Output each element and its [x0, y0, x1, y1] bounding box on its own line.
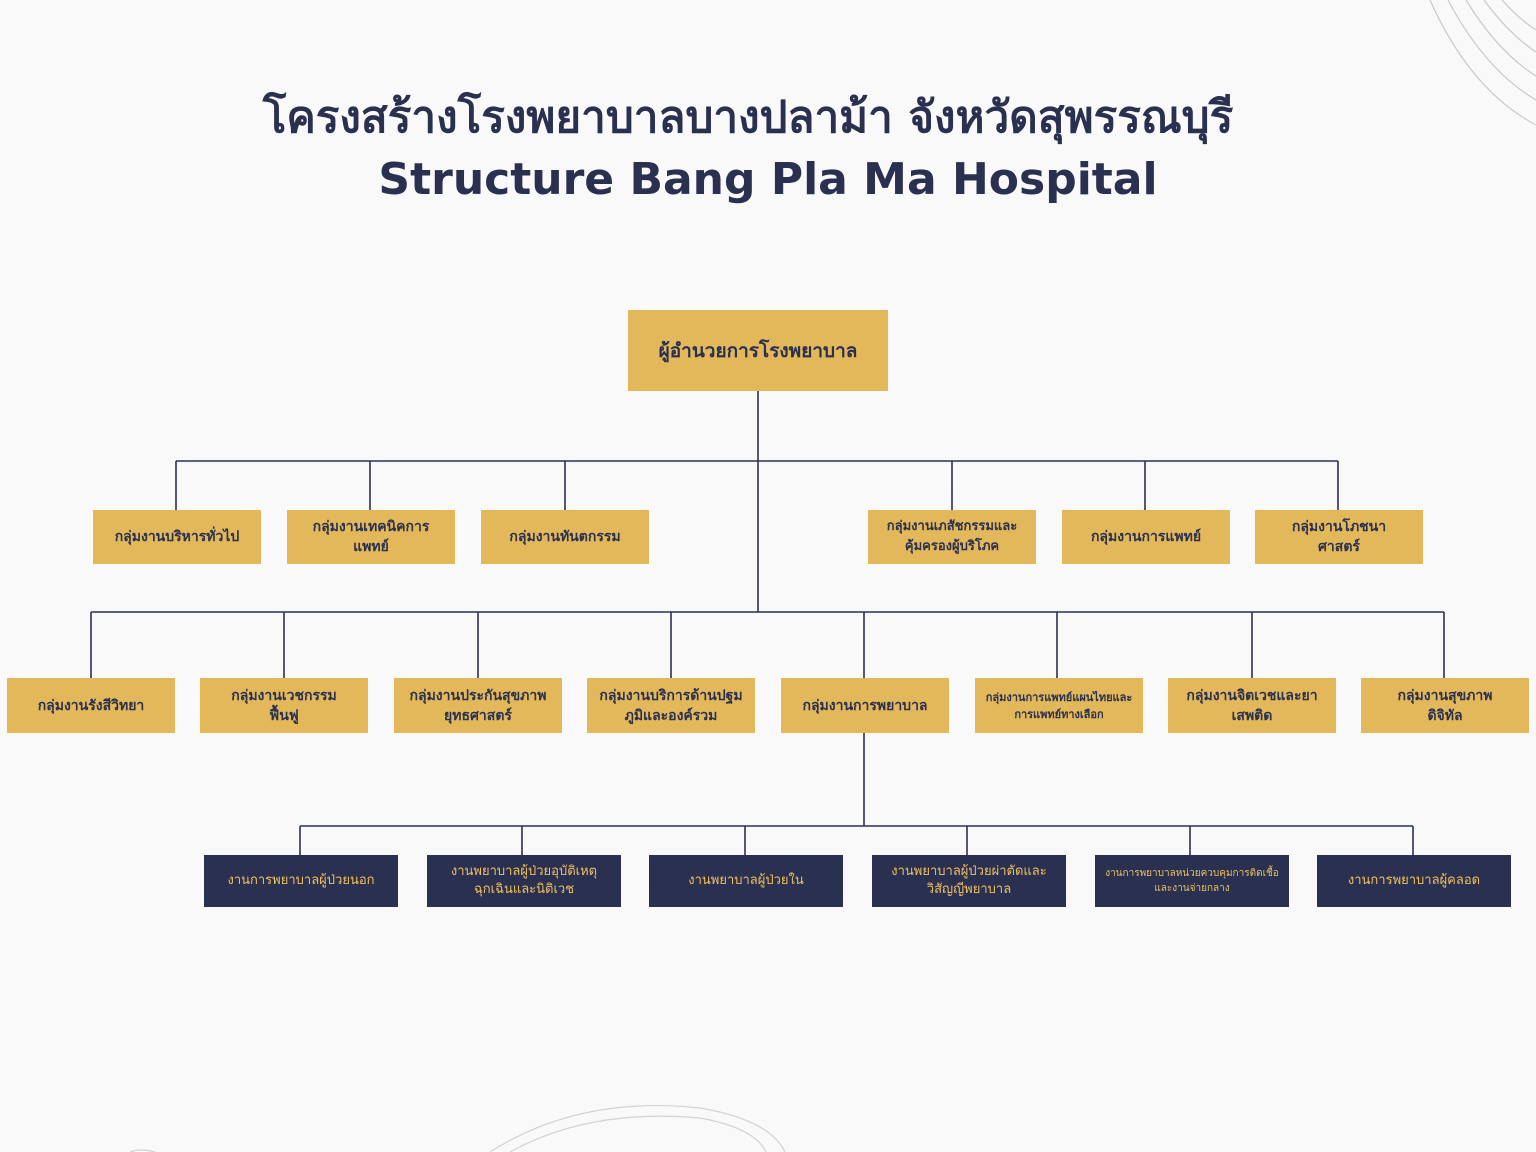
level2-box-thai-medicine: กลุ่มงานการแพทย์แผนไทยและการแพทย์ทางเลือ…: [975, 678, 1143, 733]
level2-label: กลุ่มงานประกันสุขภาพยุทธศาสตร์: [409, 687, 547, 724]
nursing-unit-surgery: งานพยาบาลผู้ป่วยผ่าตัดและวิสัญญีพยาบาล: [872, 855, 1066, 907]
level2-box-nursing: กลุ่มงานการพยาบาล: [781, 678, 949, 733]
level1-box-medical: กลุ่มงานการแพทย์: [1062, 510, 1230, 564]
level2-box-health-insurance: กลุ่มงานประกันสุขภาพยุทธศาสตร์: [394, 678, 562, 733]
nursing-unit-label: งานการพยาบาลผู้คลอด: [1347, 873, 1481, 888]
level2-box-radiology: กลุ่มงานรังสีวิทยา: [7, 678, 175, 733]
level2-box-primary-care: กลุ่มงานบริการด้านปฐมภูมิและองค์รวม: [587, 678, 755, 733]
level1-label: กลุ่มงานบริหารทั่วไป: [114, 529, 240, 545]
level1-label: กลุ่มงานเภสัชกรรมและคุ้มครองผู้บริโภค: [886, 519, 1018, 554]
level2-label: กลุ่มงานการแพทย์แผนไทยและการแพทย์ทางเลือ…: [985, 690, 1133, 721]
level1-box-nutrition: กลุ่มงานโภชนาศาสตร์: [1255, 510, 1423, 564]
level1-label: กลุ่มงานทันตกรรม: [509, 529, 621, 545]
nursing-unit-inpatient: งานพยาบาลผู้ป่วยใน: [649, 855, 843, 907]
level2-box-psychiatry: กลุ่มงานจิตเวชและยาเสพติด: [1168, 678, 1336, 733]
nursing-unit-label: งานพยาบาลผู้ป่วยอุบัติเหตุฉุกเฉินและนิติ…: [450, 864, 598, 897]
nursing-unit-label: งานการพยาบาลผู้ป่วยนอก: [227, 873, 375, 888]
page-title-thai: โครงสร้างโรงพยาบาลบางปลาม้า จังหวัดสุพรร…: [262, 92, 1234, 143]
level1-box-pharmacy: กลุ่มงานเภสัชกรรมและคุ้มครองผู้บริโภค: [868, 510, 1036, 564]
level2-label: กลุ่มงานรังสีวิทยา: [37, 697, 145, 714]
level2-label: กลุ่มงานการพยาบาล: [802, 697, 928, 714]
level1-label: กลุ่มงานการแพทย์: [1090, 529, 1202, 545]
nursing-unit-label: งานพยาบาลผู้ป่วยใน: [688, 873, 804, 888]
nursing-unit-infection-control: งานการพยาบาลหน่วยควบคุมการติดเชื้อและงาน…: [1095, 855, 1289, 907]
director-label: ผู้อำนวยการโรงพยาบาล: [658, 339, 858, 362]
nursing-unit-label: งานการพยาบาลหน่วยควบคุมการติดเชื้อและงาน…: [1105, 868, 1279, 894]
nursing-unit-label: งานพยาบาลผู้ป่วยผ่าตัดและวิสัญญีพยาบาล: [891, 864, 1047, 897]
level2-label: กลุ่มงานบริการด้านปฐมภูมิและองค์รวม: [599, 687, 743, 724]
page-title-english: Structure Bang Pla Ma Hospital: [378, 154, 1158, 205]
nursing-unit-outpatient: งานการพยาบาลผู้ป่วยนอก: [204, 855, 398, 907]
level1-label: กลุ่มงานเทคนิคการแพทย์: [312, 519, 430, 555]
level2-box-rehabilitation: กลุ่มงานเวชกรรมฟื้นฟู: [200, 678, 368, 733]
level1-box-medical-technology: กลุ่มงานเทคนิคการแพทย์: [287, 510, 455, 564]
nursing-unit-emergency: งานพยาบาลผู้ป่วยอุบัติเหตุฉุกเฉินและนิติ…: [427, 855, 621, 907]
level2-box-digital-health: กลุ่มงานสุขภาพดิจิทัล: [1361, 678, 1529, 733]
level2-label: กลุ่มงานจิตเวชและยาเสพติด: [1186, 687, 1318, 724]
level1-box-general-admin: กลุ่มงานบริหารทั่วไป: [93, 510, 261, 564]
level2-label: กลุ่มงานเวชกรรมฟื้นฟู: [231, 687, 337, 724]
level2-label: กลุ่มงานสุขภาพดิจิทัล: [1397, 687, 1493, 724]
director-box: ผู้อำนวยการโรงพยาบาล: [628, 310, 888, 391]
nursing-unit-delivery: งานการพยาบาลผู้คลอด: [1317, 855, 1511, 907]
level1-box-dental: กลุ่มงานทันตกรรม: [481, 510, 649, 564]
level1-label: กลุ่มงานโภชนาศาสตร์: [1291, 519, 1387, 555]
